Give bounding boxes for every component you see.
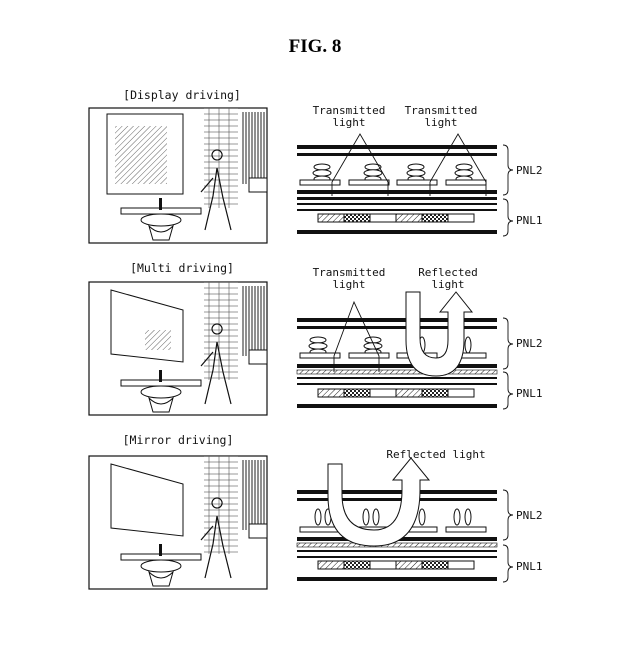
pnl2-brace [502,144,514,196]
mode-label: [Multi driving] [130,261,234,275]
reflected-light-arrow [327,457,431,547]
color-filter-row [317,388,475,398]
mirror-display [110,463,184,537]
panel-mirror-driving: [Mirror driving] [88,433,543,590]
color-filter-row [317,560,475,570]
person-figure [200,497,232,579]
pnl2-label: PNL2 [516,164,543,177]
pnl1-label: PNL1 [516,214,543,227]
sink-bowl [140,385,182,399]
light-path-left [331,133,389,196]
pnl2-brace [502,317,514,370]
bathroom-illustration [88,107,268,244]
person-figure [200,323,232,405]
light-path-right [429,133,487,196]
pnl2-brace [502,489,514,541]
layer-stack [297,133,497,234]
figure-title: FIG. 8 [289,36,342,57]
panel-display-driving: [Display driving] [88,88,543,244]
pnl2-label: PNL2 [516,509,543,522]
pnl1-label: PNL1 [516,560,543,573]
reflected-light-label: Reflected light [386,448,485,461]
pnl1-brace [502,371,514,410]
light-path-transmitted [333,300,380,372]
pnl1-brace [502,544,514,583]
display-content-image [115,126,167,184]
person-figure [200,149,232,231]
pnl1-label: PNL1 [516,387,543,400]
mode-label: [Display driving] [123,88,241,102]
pnl2-label: PNL2 [516,337,543,350]
panel-multi-driving: [Multi driving] [88,261,543,416]
sink-bowl [140,559,182,573]
reflected-light-arrow [405,291,474,377]
sink-bowl [140,213,182,227]
mode-label: [Mirror driving] [123,433,234,447]
bathroom-illustration [88,281,268,416]
display-content-image [145,330,171,350]
bathroom-illustration [88,455,268,590]
layer-stack [296,291,498,408]
layer-stack [296,457,498,581]
pnl1-brace [502,198,514,237]
color-filter-row [317,213,475,223]
